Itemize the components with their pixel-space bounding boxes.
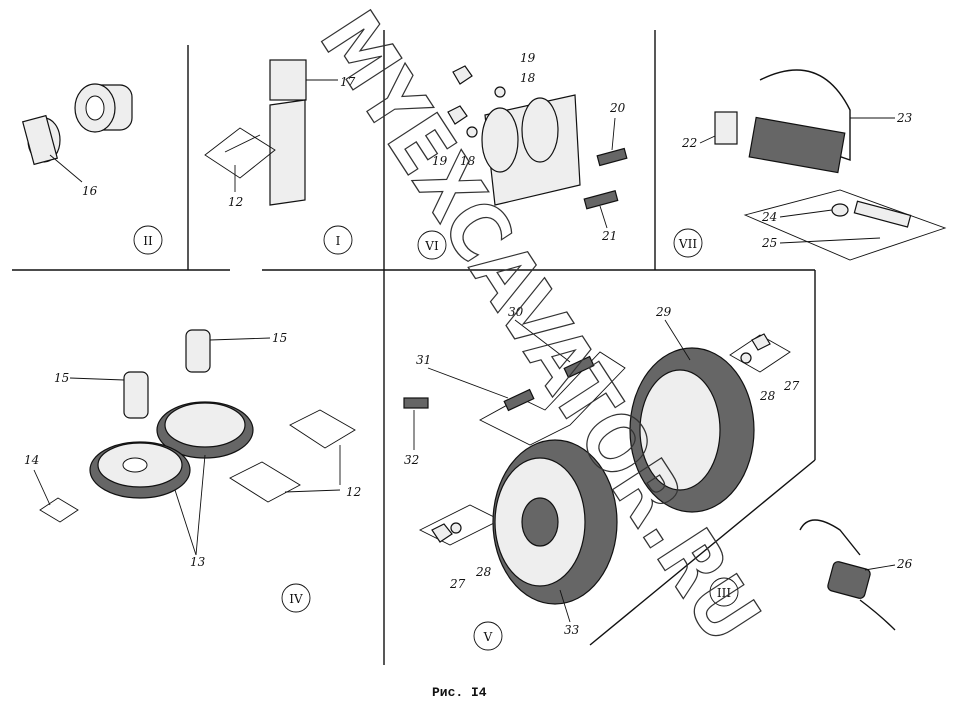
label-12: 12 — [228, 195, 243, 209]
panel-VI: 19 18 19 18 20 21 VI — [417, 51, 628, 260]
label-32: 32 — [404, 453, 419, 467]
label-18-top: 18 — [520, 71, 536, 85]
panel-V: 30 31 29 28 27 32 27 28 33 V — [403, 305, 800, 651]
label-33: 33 — [564, 623, 580, 637]
seal-wire — [799, 519, 861, 556]
label-30: 30 — [508, 305, 524, 319]
label-19-top: 19 — [520, 51, 536, 65]
bushing-part — [21, 114, 61, 166]
label-26: 26 — [896, 557, 913, 571]
label-25: 25 — [761, 236, 777, 250]
panel-III: 26 III — [709, 519, 913, 631]
label-12: 12 — [346, 485, 361, 499]
label-14: 14 — [24, 453, 39, 467]
label-22: 22 — [681, 136, 697, 150]
label-20: 20 — [609, 101, 626, 115]
panel-roman-V: V — [483, 630, 493, 644]
panel-roman-I: I — [336, 234, 341, 248]
panel-I: 17 12 I — [204, 59, 356, 255]
label-13: 13 — [190, 555, 206, 569]
panel-dividers — [12, 30, 816, 665]
tag-part — [269, 59, 307, 101]
label-29: 29 — [655, 305, 672, 319]
panel-roman-IV: IV — [289, 592, 303, 606]
label-28-left: 28 — [475, 565, 492, 579]
label-17: 17 — [340, 75, 356, 89]
panel-IV: 15 15 14 12 13 IV — [24, 329, 361, 613]
panel-VII: 23 22 24 25 VII — [673, 69, 947, 261]
label-28-right: 28 — [759, 389, 776, 403]
label-31: 31 — [416, 353, 431, 367]
label-24: 24 — [761, 210, 777, 224]
figure-caption: Рис. I4 — [432, 685, 487, 700]
label-19: 19 — [432, 154, 448, 168]
post-part — [269, 99, 306, 206]
panel-roman-VII: VII — [678, 237, 697, 251]
panel-roman-III: III — [717, 586, 731, 600]
label-15-left: 15 — [54, 371, 69, 385]
label-23: 23 — [896, 111, 913, 125]
label-15-right: 15 — [272, 331, 287, 345]
label-21: 21 — [601, 229, 617, 243]
seal-part — [827, 561, 871, 599]
label-27-left: 27 — [449, 577, 466, 591]
roller-part — [74, 83, 133, 133]
label-27-right: 27 — [783, 379, 800, 393]
label-16: 16 — [82, 184, 98, 198]
panel-II: 16 II — [21, 83, 163, 255]
panel-roman-VI: VI — [424, 239, 439, 253]
label-18: 18 — [460, 154, 476, 168]
panel-roman-II: II — [143, 234, 153, 248]
